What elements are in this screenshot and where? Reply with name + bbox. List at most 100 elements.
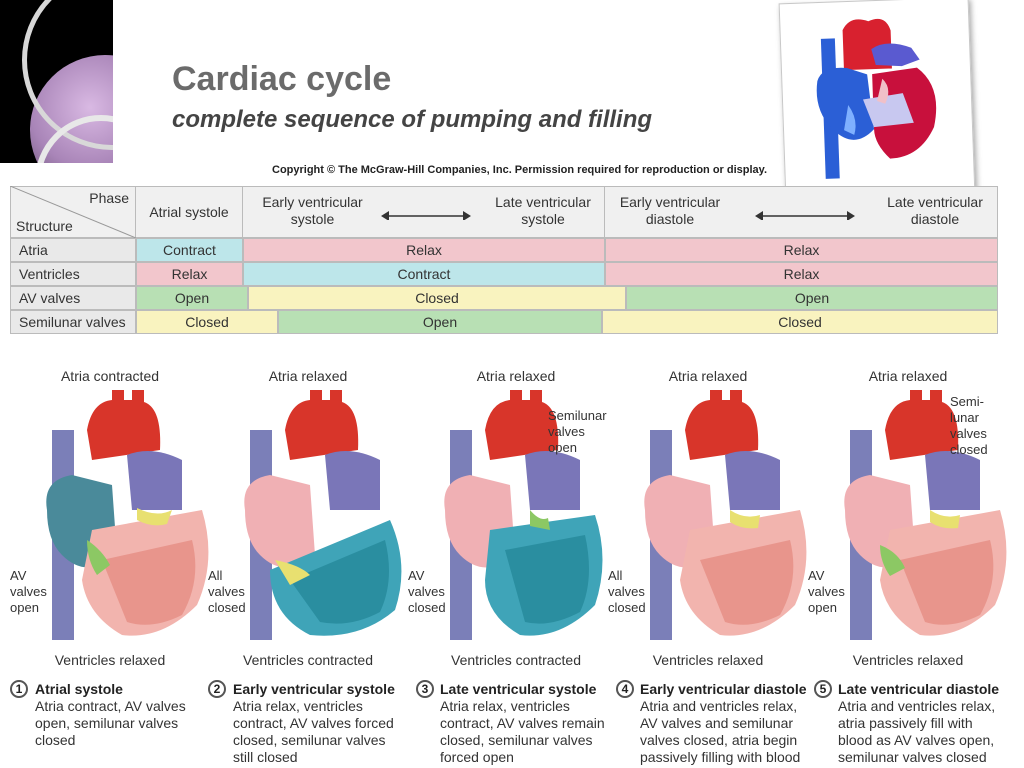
panel-bottom-label: Ventricles relaxed [652, 652, 764, 668]
phase-label: Late ventricular [887, 194, 983, 210]
cell-contract: Contract [243, 262, 605, 286]
side-label-line: valves [608, 584, 645, 599]
step-description: Atria and ventricles relax, AV valves an… [640, 698, 801, 765]
step-title: Late ventricular systole [440, 681, 597, 697]
double-arrow-icon [381, 211, 471, 220]
cell-closed: Closed [248, 286, 626, 310]
heart-illustration [444, 390, 603, 640]
row-label: Atria [10, 238, 136, 262]
phase-label: Late ventricular [495, 194, 591, 210]
cell-contract: Contract [136, 238, 243, 262]
side-label-line: closed [208, 600, 246, 615]
panel-top-label: Atria contracted [60, 368, 160, 384]
step-title: Atrial systole [35, 681, 123, 697]
semilunar-note: Semi- lunar valves closed [950, 394, 988, 458]
panel-top-label: Atria relaxed [476, 368, 556, 384]
heart-panel-4: Atria relaxed All valves closed Ventricl… [608, 368, 808, 768]
side-label-line: AV [408, 568, 425, 583]
note-line: Semilunar [548, 408, 607, 423]
side-label-line: valves [408, 584, 445, 599]
cell-open: Open [278, 310, 602, 334]
note-line: closed [950, 442, 988, 457]
step-number-badge: 1 [10, 680, 28, 698]
cell-closed: Closed [602, 310, 998, 334]
note-line: valves [950, 426, 987, 441]
table-row-semilunar-valves: Semilunar valves Closed Open Closed [10, 310, 998, 334]
heart-diagram-card [778, 0, 976, 202]
side-label: AV valves closed [408, 568, 446, 616]
note-line: lunar [950, 410, 979, 425]
side-label-line: closed [408, 600, 446, 615]
header-diagonal [10, 186, 136, 238]
panel-bottom-label: Ventricles relaxed [852, 652, 964, 668]
side-label: AV valves open [10, 568, 47, 616]
phase-late-ventricular-systole: Late ventricular systole [483, 194, 603, 228]
heart-panel-1: Atria contracted AV valves open Ventricl… [10, 368, 210, 768]
copyright-notice: Copyright © The McGraw-Hill Companies, I… [272, 164, 768, 176]
page-subtitle: complete sequence of pumping and filling [172, 106, 653, 133]
step-title: Late ventricular diastole [838, 681, 1000, 697]
cell-closed: Closed [136, 310, 278, 334]
heart-illustration [46, 390, 209, 640]
panel-top-label: Atria relaxed [268, 368, 348, 384]
cell-relax: Relax [136, 262, 243, 286]
decorative-corner-image [0, 0, 113, 163]
step-description: Atria relax, ventricles contract, AV val… [233, 698, 394, 765]
side-label-line: valves [10, 584, 47, 599]
heart-panel-3: Atria relaxed Semilunar valves open AV v… [408, 368, 608, 768]
side-label-line: open [808, 600, 837, 615]
side-label-line: closed [608, 600, 646, 615]
side-label: All valves closed [208, 568, 246, 616]
double-arrow-icon [755, 211, 855, 220]
phase-label: diastole [645, 211, 695, 227]
step-title: Early ventricular diastole [640, 681, 807, 697]
note-line: Semi- [950, 394, 984, 409]
side-label-line: All [208, 568, 223, 583]
side-label-line: open [10, 600, 39, 615]
phase-ventricular-diastole: Early ventricular diastole Late ventricu… [605, 186, 998, 238]
cell-relax: Relax [243, 238, 605, 262]
row-label: Ventricles [10, 262, 136, 286]
phase-early-ventricular-systole: Early ventricular systole [255, 194, 370, 228]
cell-open: Open [626, 286, 998, 310]
heart-illustration [844, 390, 1007, 640]
heart-illustration [644, 390, 807, 640]
phase-label: diastole [910, 211, 960, 227]
step-description: Atria and ventricles relax, atria passiv… [838, 698, 996, 765]
page-title: Cardiac cycle [172, 60, 392, 98]
heart-panel-2: Atria relaxed All valves closed Ventricl… [208, 368, 408, 768]
header-phase-label: Phase [89, 190, 129, 206]
note-line: valves [548, 424, 585, 439]
cell-open: Open [136, 286, 248, 310]
step-title: Early ventricular systole [233, 681, 395, 697]
panel-top-label: Atria relaxed [868, 368, 948, 384]
phase-label: systole [290, 211, 335, 227]
panel-bottom-label: Ventricles contracted [451, 652, 581, 668]
step-number-badge: 2 [208, 680, 226, 698]
phase-atrial-systole: Atrial systole [136, 186, 243, 238]
side-label-line: AV [808, 568, 825, 583]
heart-illustration [244, 390, 402, 640]
phase-ventricular-systole: Early ventricular systole Late ventricul… [243, 186, 605, 238]
heart-diagram-icon [816, 18, 937, 179]
side-label: All valves closed [608, 568, 646, 616]
phase-label: Early ventricular [262, 194, 363, 210]
table-header [10, 186, 998, 238]
panel-bottom-label: Ventricles contracted [243, 652, 373, 668]
table-row-ventricles: Ventricles Relax Contract Relax [10, 262, 998, 286]
side-label: AV valves open [808, 568, 845, 616]
row-label: Semilunar valves [10, 310, 136, 334]
side-label-line: All [608, 568, 623, 583]
side-label-line: valves [208, 584, 245, 599]
step-number-badge: 5 [814, 680, 832, 698]
header-structure-label: Structure [16, 218, 73, 234]
phase-label: systole [521, 211, 565, 227]
phase-early-ventricular-diastole: Early ventricular diastole [611, 194, 729, 228]
panel-top-label: Atria relaxed [668, 368, 748, 384]
heart-panel-5: Atria relaxed Semi- lunar valves closed … [808, 368, 1008, 768]
table-row-atria: Atria Contract Relax Relax [10, 238, 998, 262]
step-description: Atria contract, AV valves open, semiluna… [35, 698, 186, 748]
row-label: AV valves [10, 286, 136, 310]
header-corner-cell: Phase Structure [10, 186, 136, 238]
phase-label: Atrial systole [149, 204, 229, 220]
